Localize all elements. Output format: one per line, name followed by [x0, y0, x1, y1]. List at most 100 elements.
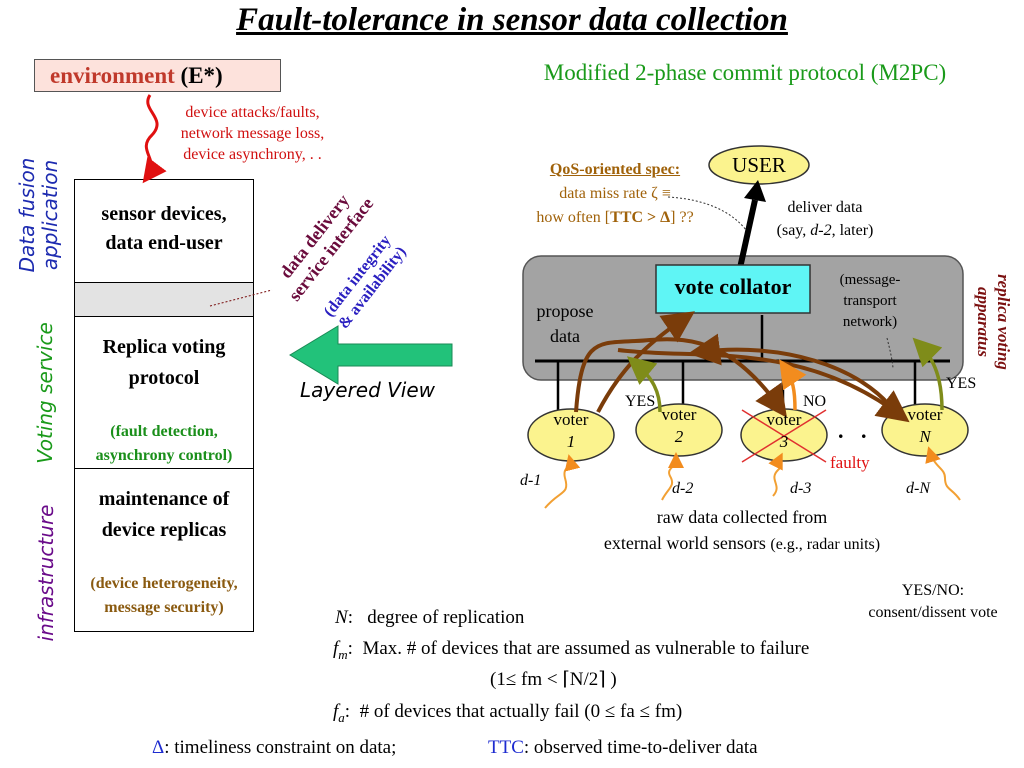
interface-band — [75, 282, 253, 317]
propose-line-2: data — [550, 326, 580, 346]
layer-replica-voting: Replica voting protocol — [75, 332, 253, 394]
deliver-line-2-it: d-2 — [810, 222, 832, 239]
layer-top-line-2: data end-user — [105, 232, 223, 254]
data-arrow-4 — [688, 333, 897, 414]
yesno-note-1: YES/NO: — [901, 582, 965, 599]
legend-fa-text: # of devices that actually fail (0 ≤ fa … — [359, 701, 683, 722]
layered-view-label: Layered View — [300, 378, 436, 402]
raw-data-line-2-small: (e.g., radar units) — [770, 536, 881, 553]
interface-pointer — [209, 289, 273, 307]
qos-line-2-post: ] ?? — [670, 209, 694, 226]
voter-label-3: voter 3 — [744, 409, 824, 453]
network-line-3: network) — [842, 314, 898, 330]
legend-delta-symbol: Δ — [152, 737, 165, 758]
legend-fa-sub: a — [338, 709, 345, 725]
no-label-3: NO — [803, 393, 827, 410]
legend-n-text: degree of replication — [367, 607, 525, 628]
m2pc-heading: Modified 2-phase commit protocol (M2PC) — [543, 60, 947, 85]
deliver-line-2: (say, d-2, later) — [760, 219, 890, 242]
propose-data-label: propose data — [525, 299, 605, 349]
voter-number: 2 — [674, 427, 684, 446]
network-pointer — [886, 337, 894, 369]
voter-number: 1 — [566, 432, 576, 451]
raw-data-line-1: raw data collected from — [656, 507, 828, 527]
attack-arrow — [142, 94, 167, 184]
layer-top-line-1: sensor devices, — [101, 203, 227, 225]
vote-arrow-yes-2 — [626, 356, 662, 413]
vote-collator-box — [655, 264, 811, 314]
faulty-cross-2 — [741, 409, 827, 463]
legend-n: N: degree of replication — [335, 607, 525, 628]
network-label: (message- transport network) — [820, 270, 920, 333]
legend-fm-sub: m — [338, 646, 348, 662]
replica-apparatus-line-2: apparatus — [974, 287, 993, 357]
layer-voting-sub-2: asynchrony control) — [95, 447, 233, 464]
layer-sensor-devices: sensor devices, data end-user — [75, 200, 253, 258]
deliver-data-text: deliver data (say, d-2, later) — [760, 196, 890, 242]
vote-arrow-yes-n — [912, 337, 944, 411]
layer-infra-sub-2: message security) — [104, 599, 224, 616]
layer-stack: sensor devices, data end-user Replica vo… — [74, 179, 254, 632]
propose-line-1: propose — [536, 301, 594, 321]
layer-voting-sub: (fault detection, asynchrony control) — [75, 420, 253, 468]
layer-voting-line-1: Replica voting — [102, 336, 226, 358]
vote-collator-label: vote collator — [674, 274, 792, 299]
attacks-line-1: device attacks/faults, — [185, 104, 320, 121]
voter-ellipsis: . . — [838, 418, 873, 443]
replica-apparatus-label: replica voting apparatus — [969, 252, 1013, 392]
sensor-data-label-4: d-N — [906, 480, 930, 497]
sensor-input-3 — [768, 452, 783, 497]
vote-arrow-no-3 — [779, 359, 807, 411]
layer-infra-line-2: device replicas — [101, 519, 227, 541]
deliver-line-2-pre: (say, — [776, 222, 811, 239]
legend-delta-text: : timeliness constraint on data; — [164, 737, 397, 758]
sensor-input-2 — [661, 452, 684, 501]
faulty-label: faulty — [830, 453, 870, 472]
layer-separator — [75, 468, 253, 469]
network-line-1: (message- — [839, 272, 901, 288]
voter-word: voter — [661, 405, 697, 424]
qos-heading: QoS-oriented spec: — [549, 161, 681, 178]
qos-spec: QoS-oriented spec: data miss rate ζ ≡ ho… — [495, 158, 735, 230]
user-label: USER — [732, 153, 786, 177]
qos-line-2-pre: how often [ — [536, 209, 611, 226]
yes-label-n: YES — [946, 377, 976, 392]
attacks-line-2: network message loss, — [180, 125, 325, 142]
raw-data-line-2: external world sensors (e.g., radar unit… — [540, 530, 944, 558]
legend-delta: Δ: timeliness constraint on data; — [152, 737, 396, 759]
voter-number: N — [919, 427, 931, 446]
legend-fa: fa: # of devices that actually fail (0 ≤… — [333, 701, 683, 725]
deliver-line-2-post: , later) — [831, 222, 874, 239]
sensor-data-label-2: d-2 — [672, 480, 694, 497]
attacks-line-3: device asynchrony, . . — [183, 146, 322, 163]
qos-line-1: data miss rate ζ ≡ — [559, 185, 671, 202]
legend-ttc-symbol: TTC — [488, 737, 524, 758]
sensor-input-n — [925, 446, 961, 501]
qos-line-2: how often [TTC > Δ] ?? — [495, 206, 735, 230]
network-line-2: transport — [843, 293, 897, 309]
sensor-data-label-1: d-1 — [520, 472, 542, 489]
voter-word: voter — [907, 405, 943, 424]
layer-infra-line-1: maintenance of — [98, 488, 230, 510]
legend-ttc: TTC: observed time-to-deliver data — [488, 737, 758, 759]
deliver-line-1: deliver data — [787, 199, 863, 216]
legend-fm-symbol: f — [333, 638, 339, 659]
layered-view-arrow — [289, 325, 453, 385]
qos-line-2-bold: TTC > Δ — [610, 209, 671, 226]
deliver-arrow — [737, 199, 758, 269]
voter-number: 3 — [779, 432, 789, 451]
legend-fm: fm: Max. # of devices that are assumed a… — [333, 638, 810, 662]
legend-fm-range: (1≤ fm < ⌈N/2⌉ ) — [490, 669, 617, 690]
yesno-note-2: consent/dissent vote — [868, 604, 998, 621]
data-arrow-3 — [617, 348, 910, 423]
voter-label-2: voter 2 — [639, 404, 719, 448]
legend-fm-text: Max. # of devices that are assumed as vu… — [362, 638, 810, 659]
environment-box: environment (E*) — [34, 59, 281, 92]
voter-word: voter — [766, 410, 802, 429]
layer-infra-sub-1: (device heterogeneity, — [90, 575, 238, 592]
environment-symbol: (E*) — [180, 63, 223, 88]
environment-label: environment — [50, 63, 175, 88]
